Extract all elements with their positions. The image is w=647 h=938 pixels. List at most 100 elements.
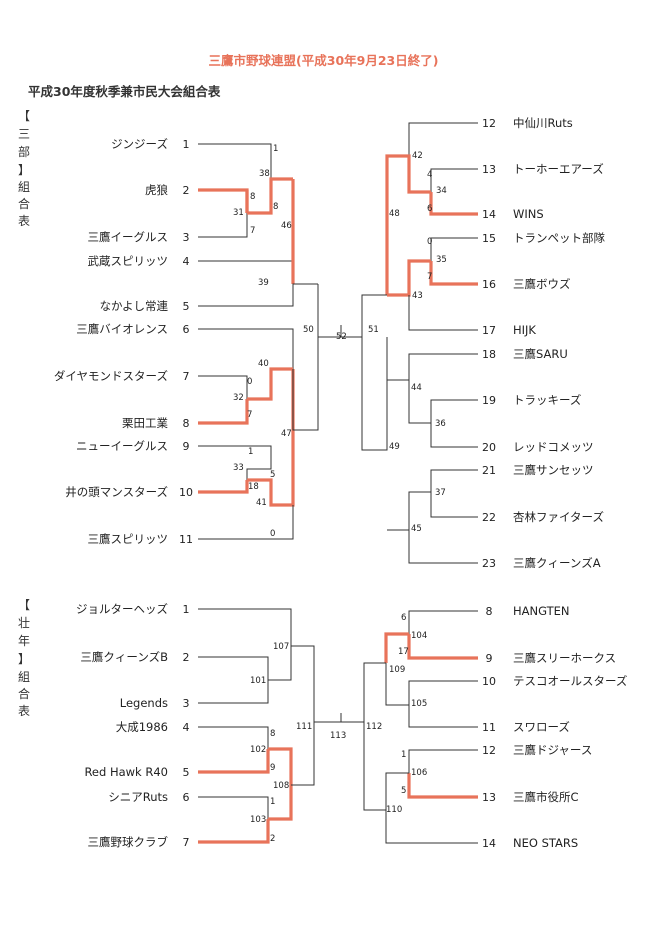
label-char: 組 — [17, 180, 30, 194]
team-name: HIJK — [513, 323, 536, 337]
match-number: 38 — [259, 169, 270, 179]
bracket-line — [198, 505, 294, 540]
seed-number: 8 — [486, 605, 493, 618]
seed-number: 10 — [179, 486, 193, 499]
team-name: トラッキーズ — [513, 393, 581, 407]
match-number: 39 — [258, 278, 269, 288]
bracket-line — [408, 530, 478, 564]
label-char: 【 — [17, 598, 30, 612]
winner-line — [198, 399, 249, 425]
seed-number: 1 — [183, 603, 190, 616]
label-char: 合 — [17, 197, 30, 211]
label-char: 合 — [17, 687, 30, 701]
bracket-line — [408, 353, 478, 380]
match-number: 50 — [303, 325, 314, 335]
winner-line — [247, 367, 293, 401]
seed-number: 14 — [482, 208, 496, 221]
seed-number: 7 — [183, 836, 190, 849]
team-name: 三鷹イーグルス — [88, 230, 169, 244]
bracket-line — [198, 283, 318, 307]
bracket-line — [408, 295, 478, 331]
match-number: 1 — [248, 447, 253, 457]
team-name: WINS — [513, 207, 544, 221]
seed-number: 12 — [482, 117, 496, 130]
winner-line — [247, 369, 295, 507]
bracket-line — [408, 122, 478, 156]
bracket-line — [387, 491, 478, 531]
match-number: 111 — [296, 722, 312, 732]
match-number: 51 — [368, 325, 379, 335]
match-number: 32 — [233, 393, 244, 403]
match-number: 49 — [389, 442, 400, 452]
bracket-line — [408, 680, 478, 705]
label-char: 部 — [17, 145, 30, 159]
bracket-line — [198, 445, 272, 492]
match-number: 48 — [389, 209, 400, 219]
seed-number: 10 — [482, 675, 496, 688]
seed-number: 3 — [183, 697, 190, 710]
bracket-line — [385, 810, 478, 844]
match-number: 31 — [233, 208, 244, 218]
bracket-line — [198, 608, 292, 646]
match-number: 5 — [270, 470, 275, 480]
team-name: レッドコメッツ — [513, 440, 594, 454]
bracket-line — [430, 237, 478, 261]
team-name: HANGTEN — [513, 604, 570, 618]
seed-number: 13 — [482, 163, 496, 176]
match-number: 0 — [427, 237, 432, 247]
label-char: 年 — [17, 634, 30, 648]
team-name: Red Hawk R40 — [84, 765, 168, 779]
match-number: 103 — [250, 815, 266, 825]
team-name: 武蔵スピリッツ — [88, 254, 169, 268]
label-char: 】 — [17, 652, 30, 666]
team-name: NEO STARS — [513, 836, 578, 850]
bracket-line — [292, 284, 319, 431]
winner-line — [407, 773, 478, 799]
bracket-line — [430, 399, 478, 423]
team-name: ニューイーグルス — [76, 439, 168, 453]
seed-number: 16 — [482, 278, 496, 291]
bracket-line — [198, 656, 269, 680]
team-name: 三鷹市役所C — [513, 790, 579, 804]
bracket-line — [198, 726, 269, 749]
match-number: 8 — [270, 729, 275, 739]
team-name: Legends — [120, 696, 168, 710]
team-name: テスコオールスターズ — [513, 674, 627, 688]
team-name: 大成1986 — [116, 720, 168, 734]
seed-number: 18 — [482, 348, 496, 361]
bracket-line — [198, 375, 248, 399]
winner-line — [429, 192, 478, 216]
label-char: 】 — [17, 163, 30, 177]
team-name: 栗田工業 — [122, 416, 168, 430]
team-name: 虎狼 — [145, 183, 168, 197]
match-number: 1 — [401, 750, 406, 760]
bracket-line — [198, 328, 294, 369]
winner-line — [198, 819, 270, 844]
match-number: 42 — [412, 151, 423, 161]
seed-number: 12 — [482, 744, 496, 757]
team-name: ジンジーズ — [111, 137, 168, 151]
match-number: 44 — [411, 383, 422, 393]
seed-number: 9 — [486, 652, 493, 665]
label-char: 組 — [17, 670, 30, 684]
seed-number: 8 — [183, 417, 190, 430]
seed-number: 11 — [179, 533, 193, 546]
team-name: トーホーエアーズ — [513, 162, 604, 176]
seed-number: 23 — [482, 557, 496, 570]
match-number: 33 — [233, 463, 244, 473]
match-number: 6 — [401, 613, 406, 623]
match-number: 5 — [401, 786, 406, 796]
seed-number: 22 — [482, 511, 496, 524]
winner-line — [268, 785, 293, 821]
label-char: 【 — [17, 109, 30, 123]
team-name: 中仙川Ruts — [513, 116, 573, 130]
bracket-line — [198, 796, 269, 819]
match-number: 9 — [270, 763, 275, 773]
winner-line — [198, 749, 270, 774]
seed-number: 4 — [183, 255, 190, 268]
match-number: 46 — [281, 221, 292, 231]
team-name: 三鷹バイオレンス — [76, 322, 168, 336]
seed-number: 11 — [482, 721, 496, 734]
bracket-line — [361, 294, 388, 451]
